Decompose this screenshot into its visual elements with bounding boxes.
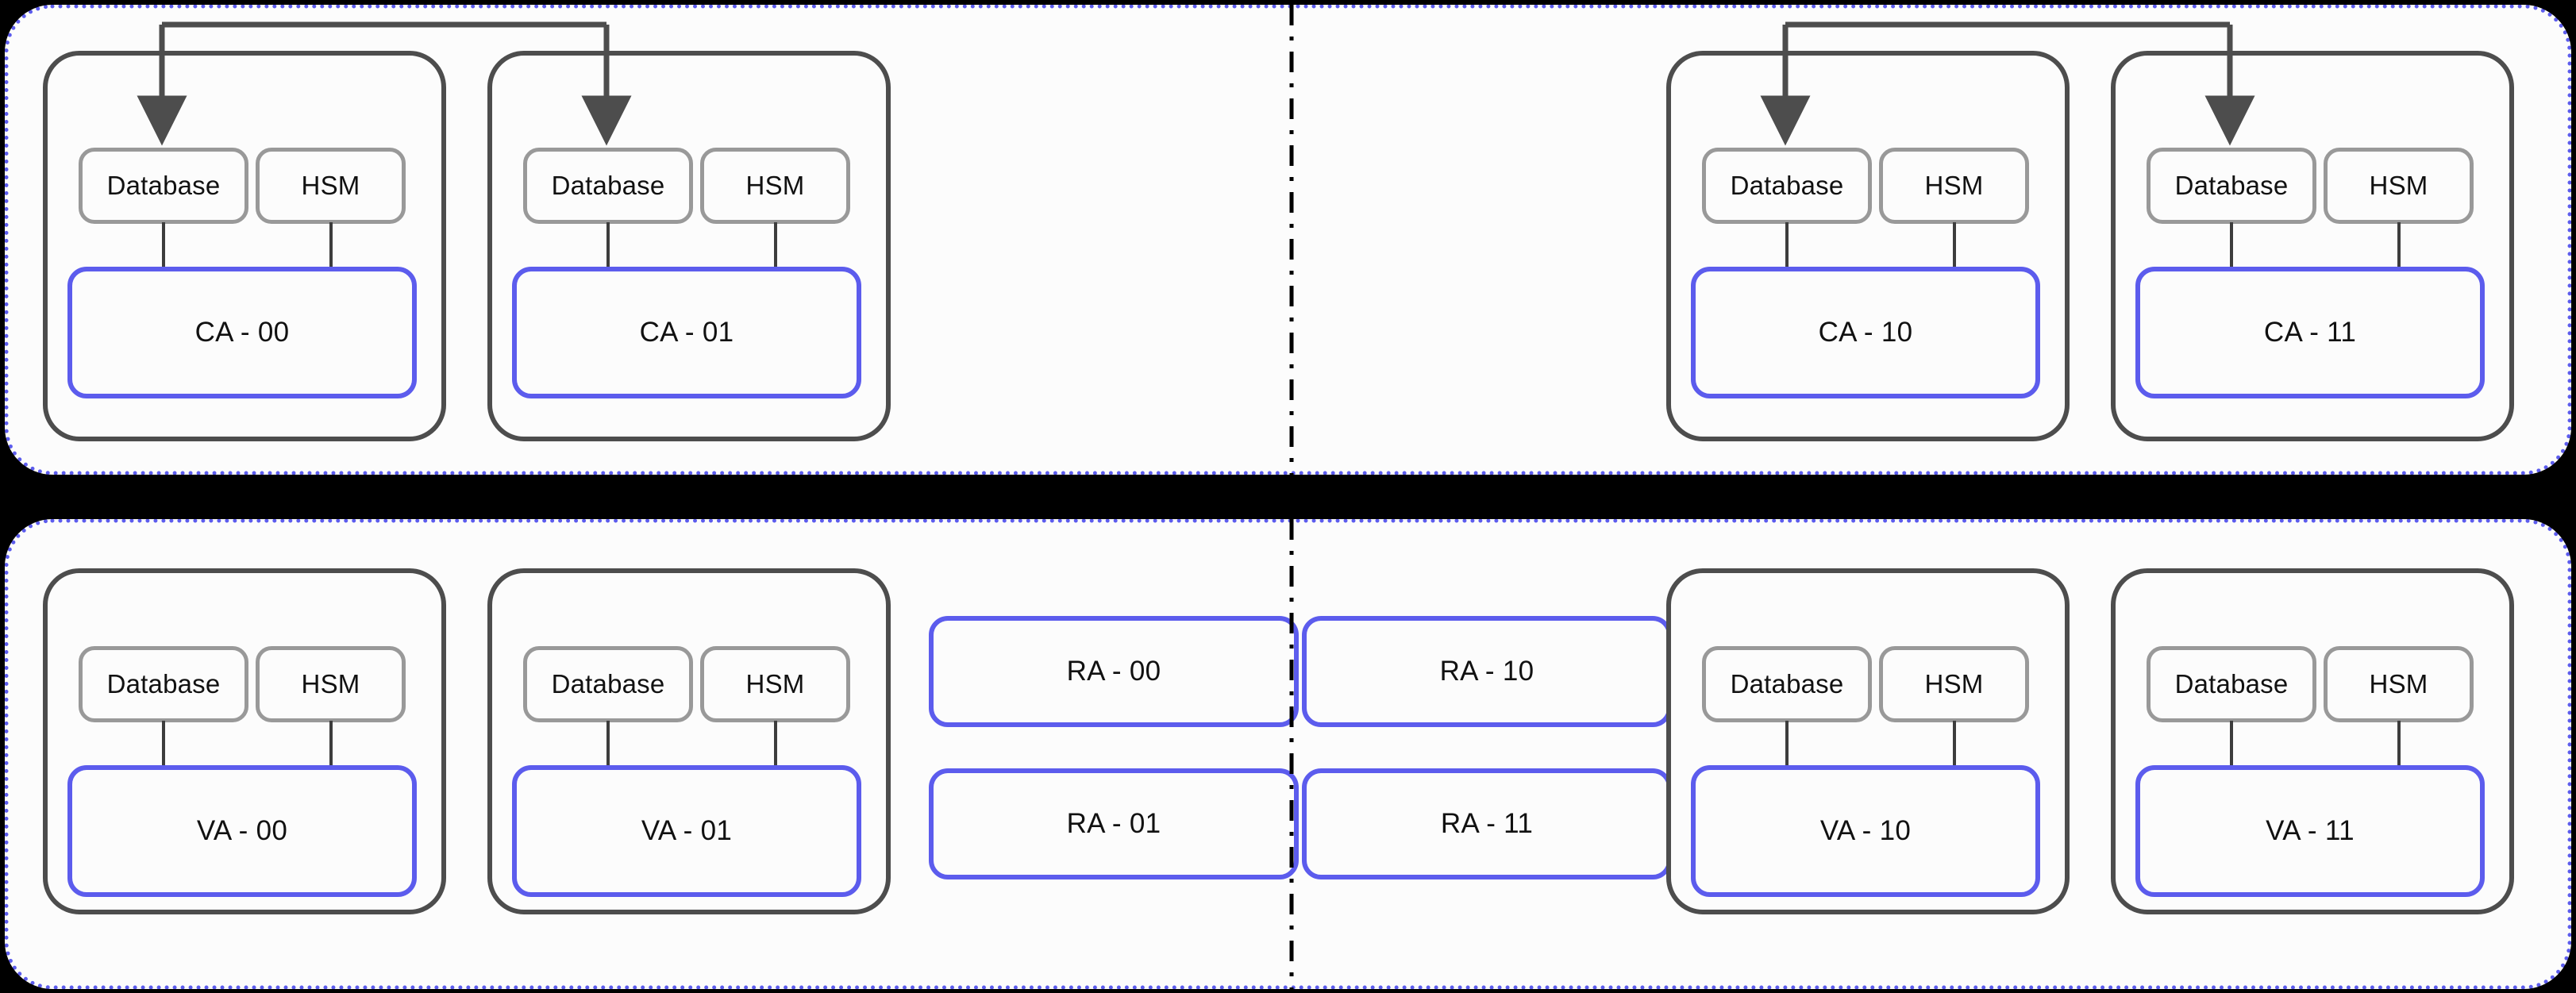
va-group-10-hsm[interactable]: HSM bbox=[1879, 646, 2029, 722]
ca-node-01-label: CA - 01 bbox=[639, 317, 734, 348]
ca-node-01[interactable]: CA - 01 bbox=[512, 267, 861, 398]
va-group-11-database-stub bbox=[2230, 721, 2233, 767]
hsm-label: HSM bbox=[745, 171, 805, 200]
va-node-01[interactable]: VA - 01 bbox=[512, 765, 861, 897]
va-node-10-label: VA - 10 bbox=[1819, 815, 1912, 846]
database-label: Database bbox=[1730, 669, 1844, 699]
va-node-11[interactable]: VA - 11 bbox=[2135, 765, 2485, 897]
va-group-01-hsm[interactable]: HSM bbox=[700, 646, 850, 722]
ca-group-11-hsm[interactable]: HSM bbox=[2324, 148, 2474, 224]
hsm-label: HSM bbox=[745, 669, 805, 699]
va-node-00-label: VA - 00 bbox=[196, 815, 288, 846]
ca-node-00-label: CA - 00 bbox=[194, 317, 290, 348]
va-group-11-database[interactable]: Database bbox=[2147, 646, 2316, 722]
ra-node-01-label: RA - 01 bbox=[1066, 808, 1161, 839]
ra-node-00-label: RA - 00 bbox=[1066, 656, 1161, 687]
ra-node-10[interactable]: RA - 10 bbox=[1302, 616, 1672, 727]
database-label: Database bbox=[551, 669, 665, 699]
hsm-label: HSM bbox=[2369, 669, 2428, 699]
va-group-00-hsm[interactable]: HSM bbox=[256, 646, 406, 722]
ca-group-01-hsm-stub bbox=[774, 222, 777, 268]
hsm-label: HSM bbox=[1924, 171, 1984, 200]
va-node-11-label: VA - 11 bbox=[2266, 815, 2355, 846]
ca-node-10-label: CA - 10 bbox=[1818, 317, 1913, 348]
database-label: Database bbox=[106, 669, 221, 699]
ra-node-11[interactable]: RA - 11 bbox=[1302, 768, 1672, 879]
database-label: Database bbox=[2174, 669, 2289, 699]
va-group-10-database[interactable]: Database bbox=[1702, 646, 1872, 722]
hsm-label: HSM bbox=[301, 171, 360, 200]
database-label: Database bbox=[551, 171, 665, 200]
va-group-00-database[interactable]: Database bbox=[79, 646, 248, 722]
hsm-label: HSM bbox=[2369, 171, 2428, 200]
ca-node-10[interactable]: CA - 10 bbox=[1691, 267, 2040, 398]
va-node-10[interactable]: VA - 10 bbox=[1691, 765, 2040, 897]
va-group-10-hsm-stub bbox=[1953, 721, 1956, 767]
ca-group-00-database[interactable]: Database bbox=[79, 148, 248, 224]
ca-group-00-hsm[interactable]: HSM bbox=[256, 148, 406, 224]
ca-node-11[interactable]: CA - 11 bbox=[2135, 267, 2485, 398]
hsm-label: HSM bbox=[301, 669, 360, 699]
ca-group-11-hsm-stub bbox=[2397, 222, 2401, 268]
ca-group-00-database-stub bbox=[162, 222, 165, 268]
ca-group-10-database-stub bbox=[1785, 222, 1789, 268]
ca-group-01-hsm[interactable]: HSM bbox=[700, 148, 850, 224]
ca-group-11-database[interactable]: Database bbox=[2147, 148, 2316, 224]
va-group-01-database[interactable]: Database bbox=[523, 646, 693, 722]
ra-node-11-label: RA - 11 bbox=[1440, 808, 1534, 839]
ca-group-10-hsm-stub bbox=[1953, 222, 1956, 268]
database-label: Database bbox=[1730, 171, 1844, 200]
va-group-10-database-stub bbox=[1785, 721, 1789, 767]
ca-group-01-database[interactable]: Database bbox=[523, 148, 693, 224]
database-label: Database bbox=[106, 171, 221, 200]
ca-group-10-database[interactable]: Database bbox=[1702, 148, 1872, 224]
ca-group-11-database-stub bbox=[2230, 222, 2233, 268]
ca-group-00-hsm-stub bbox=[329, 222, 333, 268]
va-group-01-hsm-stub bbox=[774, 721, 777, 767]
va-group-00-database-stub bbox=[162, 721, 165, 767]
ra-node-00[interactable]: RA - 00 bbox=[929, 616, 1299, 727]
hsm-label: HSM bbox=[1924, 669, 1984, 699]
ca-group-01-database-stub bbox=[606, 222, 610, 268]
ca-group-10-hsm[interactable]: HSM bbox=[1879, 148, 2029, 224]
va-node-00[interactable]: VA - 00 bbox=[67, 765, 417, 897]
va-group-11-hsm-stub bbox=[2397, 721, 2401, 767]
ra-node-01[interactable]: RA - 01 bbox=[929, 768, 1299, 879]
va-group-11-hsm[interactable]: HSM bbox=[2324, 646, 2474, 722]
va-group-00-hsm-stub bbox=[329, 721, 333, 767]
ra-node-10-label: RA - 10 bbox=[1439, 656, 1534, 687]
ca-node-11-label: CA - 11 bbox=[2263, 317, 2357, 348]
va-node-01-label: VA - 01 bbox=[641, 815, 733, 846]
va-group-01-database-stub bbox=[606, 721, 610, 767]
database-label: Database bbox=[2174, 171, 2289, 200]
ca-node-00[interactable]: CA - 00 bbox=[67, 267, 417, 398]
